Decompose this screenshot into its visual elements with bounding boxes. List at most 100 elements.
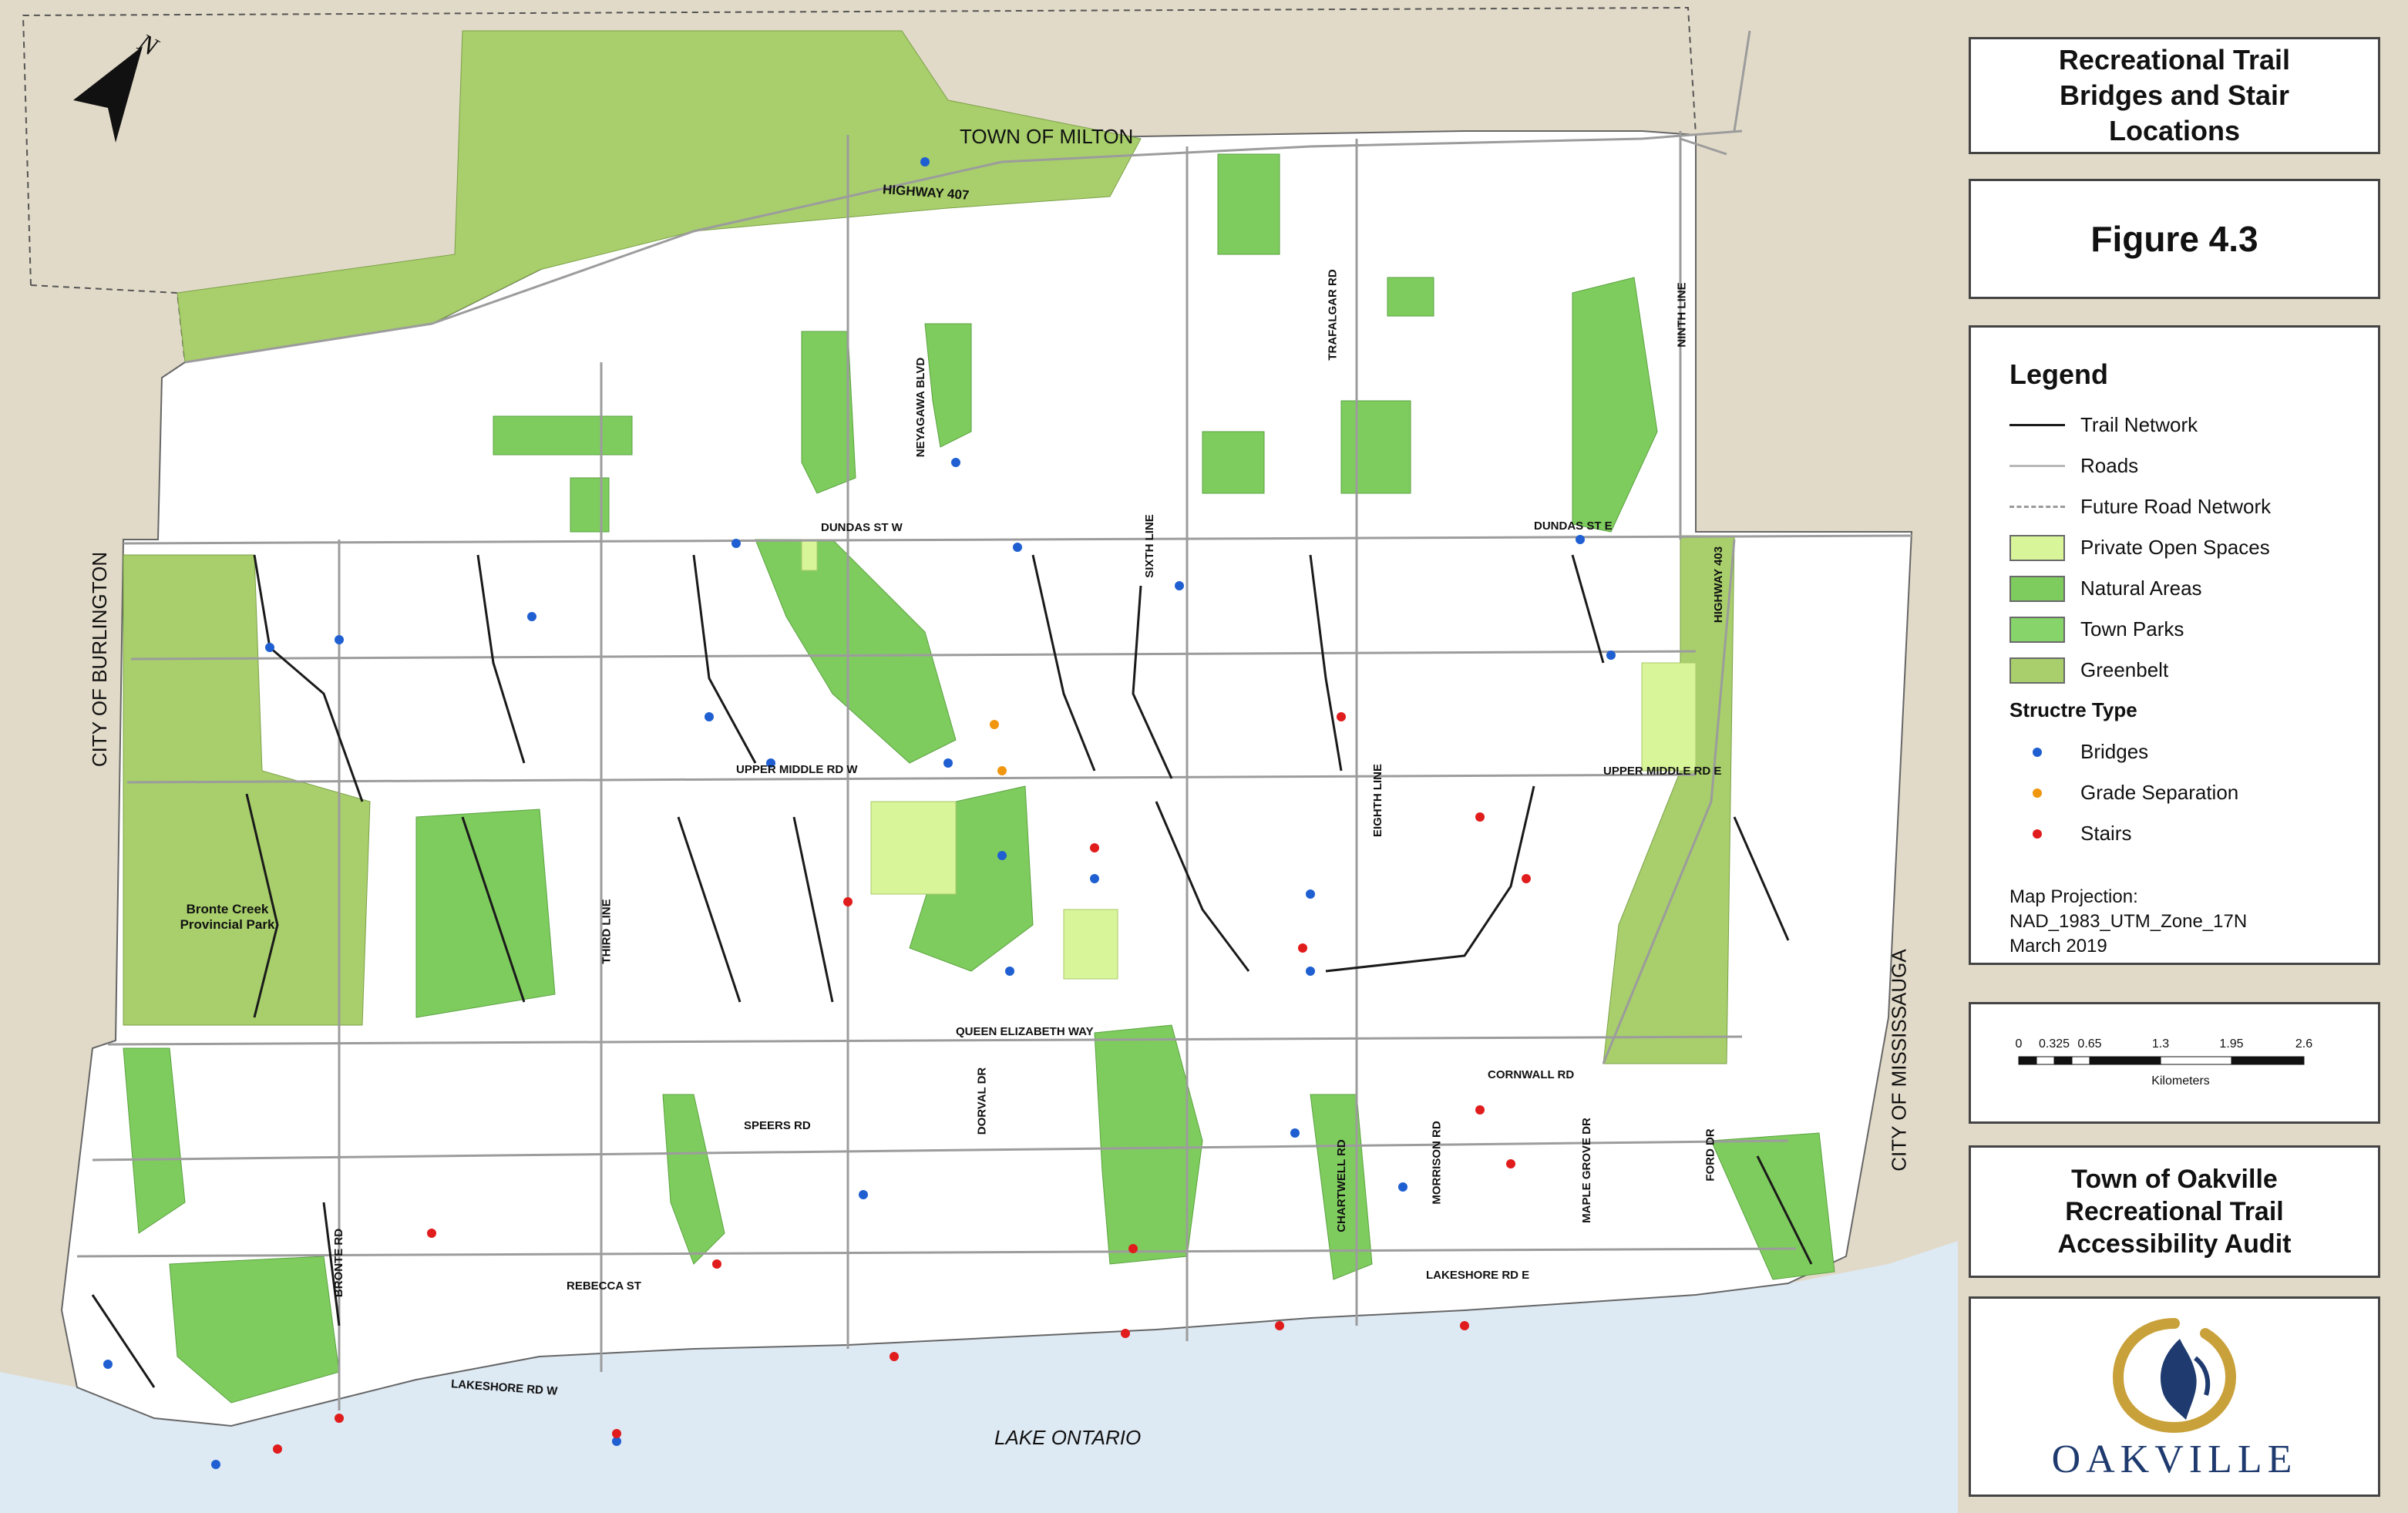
label-bronte-rd: BRONTE RD (332, 1228, 346, 1298)
scale-tick-label: 1.95 (2219, 1037, 2243, 1051)
structure-type-title: Structre Type (2009, 698, 2137, 721)
legend-title: Legend (2009, 358, 2109, 390)
legend-symbol (2009, 494, 2065, 520)
label-city-of-burlington: CITY OF BURLINGTON (88, 551, 112, 768)
scale-segment (2036, 1056, 2055, 1065)
legend-symbol (2009, 780, 2065, 806)
legend-symbol (2009, 657, 2065, 684)
label-bronte-creek-park: Bronte Creek Provincial Park (180, 902, 275, 932)
scale-bar-box: 0 0.325 0.65 1.3 1.95 2.6 Kilometers (1969, 1002, 2380, 1124)
natural-areas (123, 153, 1835, 1404)
legend-label: Grade Separation (2080, 781, 2239, 804)
scale-bar: 0 0.325 0.65 1.3 1.95 2.6 Kilometers (2016, 1037, 2313, 1088)
scale-segment (2053, 1056, 2073, 1065)
legend-label: Natural Areas (2080, 577, 2202, 600)
oakville-logo-box: OAKVILLE (1969, 1296, 2380, 1497)
legend-structure-stairs: Stairs (2009, 813, 2378, 854)
label-third-line: THIRD LINE (600, 899, 614, 964)
label-trafalgar-rd: TRAFALGAR RD (1326, 269, 1340, 361)
scale-tick-label: 0.65 (2077, 1037, 2101, 1051)
map-title-box: Recreational Trail Bridges and Stair Loc… (1969, 37, 2380, 154)
bridge-markers (103, 157, 1616, 1469)
scale-segment (2160, 1056, 2232, 1065)
label-ninth-line: NINTH LINE (1675, 282, 1689, 348)
legend-label: Town Parks (2080, 617, 2184, 641)
label-eighth-line: EIGHTH LINE (1371, 763, 1385, 838)
label-lake-ontario: LAKE ONTARIO (994, 1426, 1142, 1449)
label-ford-dr: FORD DR (1703, 1128, 1717, 1182)
project-credit: Town of Oakville Recreational Trail Acce… (2057, 1165, 2292, 1259)
trail-network (91, 554, 1813, 1388)
scale-segment (2018, 1056, 2037, 1065)
scale-tick-label: 0.325 (2039, 1037, 2070, 1051)
legend-label: Roads (2080, 454, 2139, 477)
scale-tick-label: 0 (2016, 1037, 2023, 1051)
municipal-boundary (22, 6, 1697, 363)
label-neyagawa-blvd: NEYAGAWA BLVD (914, 357, 928, 458)
legend-label: Trail Network (2080, 413, 2198, 436)
legend-symbol (2009, 534, 2065, 561)
legend-structure-grade-separation: Grade Separation (2009, 772, 2378, 813)
legend-structure-bridges: Bridges (2009, 731, 2378, 772)
legend-symbol (2009, 616, 2065, 643)
legend-label: Stairs (2080, 822, 2132, 845)
label-dorval-dr: DORVAL DR (975, 1067, 989, 1135)
legend-symbol (2009, 453, 2065, 479)
legend-item-trail-network: Trail Network (2009, 405, 2378, 445)
legend-item-private-open-spaces: Private Open Spaces (2009, 527, 2378, 568)
legend-item-town-parks: Town Parks (2009, 609, 2378, 650)
projection-value: NAD_1983_UTM_Zone_17N (2009, 911, 2248, 932)
legend-item-roads: Roads (2009, 445, 2378, 486)
oakville-leaf-logo-icon (2112, 1317, 2237, 1433)
projection-label: Map Projection: (2009, 886, 2138, 907)
label-queen-elizabeth-way: QUEEN ELIZABETH WAY (956, 1025, 1094, 1038)
legend-symbol (2009, 821, 2065, 847)
scale-unit: Kilometers (2151, 1074, 2210, 1088)
private-open-spaces (801, 539, 1697, 980)
label-dundas-st-w: DUNDAS ST W (821, 521, 903, 534)
label-maple-grove-dr: MAPLE GROVE DR (1579, 1118, 1593, 1223)
label-rebecca-st: REBECCA ST (567, 1279, 641, 1293)
legend-symbol (2009, 575, 2065, 602)
label-lakeshore-rd-e: LAKESHORE RD E (1426, 1269, 1530, 1282)
label-sixth-line: SIXTH LINE (1142, 514, 1156, 578)
projection-info: Map Projection: NAD_1983_UTM_Zone_17N Ma… (2009, 885, 2378, 959)
label-upper-middle-rd-w: UPPER MIDDLE RD W (736, 763, 858, 776)
label-morrison-rd: MORRISON RD (1430, 1121, 1444, 1205)
major-roads (76, 30, 1912, 1410)
figure-number: Figure 4.3 (2090, 219, 2258, 259)
legend-item-greenbelt: Greenbelt (2009, 650, 2378, 691)
legend-label: Private Open Spaces (2080, 536, 2270, 559)
legend-label: Future Road Network (2080, 495, 2272, 518)
label-highway-403: HIGHWAY 403 (1712, 546, 1726, 624)
lake-ontario-water (0, 1241, 1958, 1513)
figure-number-box: Figure 4.3 (1969, 179, 2380, 299)
project-credit-box: Town of Oakville Recreational Trail Acce… (1969, 1145, 2380, 1278)
map-title: Recreational Trail Bridges and Stair Loc… (2058, 44, 2291, 146)
label-chartwell-rd: CHARTWELL RD (1334, 1139, 1348, 1232)
scale-segment (2231, 1056, 2305, 1065)
legend-symbol (2009, 739, 2065, 765)
grade-separation-markers (990, 720, 1007, 775)
legend-item-natural-areas: Natural Areas (2009, 568, 2378, 609)
scale-segment (2071, 1056, 2090, 1065)
label-cornwall-rd: CORNWALL RD (1488, 1068, 1575, 1081)
legend-symbol (2009, 412, 2065, 439)
legend-label: Bridges (2080, 740, 2149, 763)
scale-segment (2089, 1056, 2161, 1065)
map-canvas[interactable] (0, 0, 1958, 1513)
legend-item-future-road-network: Future Road Network (2009, 486, 2378, 527)
label-upper-middle-rd-e: UPPER MIDDLE RD E (1603, 765, 1722, 778)
label-dundas-st-e: DUNDAS ST E (1534, 519, 1613, 533)
stair-markers (273, 712, 1531, 1454)
label-city-of-mississauga: CITY OF MISSISSAUGA (1887, 949, 1911, 1172)
label-speers-rd: SPEERS RD (744, 1119, 811, 1132)
scale-tick-label: 1.3 (2152, 1037, 2169, 1051)
map-date: March 2019 (2009, 936, 2107, 957)
north-arrow-icon (73, 46, 143, 143)
oakville-wordmark: OAKVILLE (2051, 1437, 2298, 1481)
label-town-of-milton: TOWN OF MILTON (960, 125, 1134, 148)
legend-label: Greenbelt (2080, 658, 2169, 681)
scale-tick-label: 2.6 (2295, 1037, 2312, 1051)
